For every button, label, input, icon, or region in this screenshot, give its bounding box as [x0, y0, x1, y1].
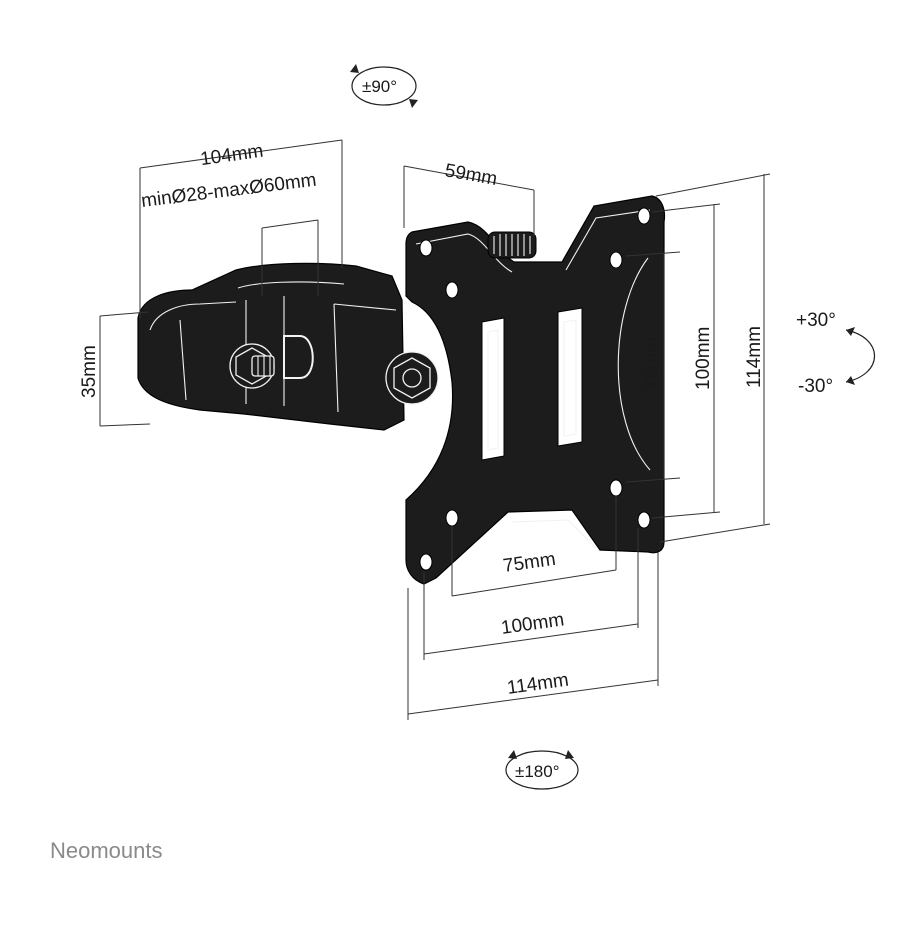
rotation-indicator: ±180°: [505, 750, 579, 790]
rot-swivel: ±90°: [362, 77, 397, 96]
dim-arm-offset: 59mm: [443, 160, 499, 190]
pole-clamp: [137, 262, 405, 431]
tilt-knob: [487, 231, 537, 259]
arrow-left-icon: [350, 64, 359, 73]
dim-vesa-h-100: 100mm: [500, 609, 566, 639]
arrow-right-icon: [565, 750, 574, 759]
dim-vesa-v-75: 75mm: [642, 337, 663, 390]
arm-joint-bolt: [385, 351, 439, 405]
tilt-indicator: +30° -30°: [796, 310, 875, 397]
rot-rotate: ±180°: [515, 762, 560, 781]
arrow-left-icon: [508, 750, 517, 759]
dim-vesa-v-100: 100mm: [693, 327, 714, 390]
arrow-up-icon: [846, 327, 855, 336]
arrow-down-icon: [846, 376, 855, 385]
clamp-handle: [283, 335, 314, 379]
dimension-lines: [99, 139, 771, 720]
dim-clamp-range: minØ28-maxØ60mm: [140, 170, 318, 212]
swivel-indicator: ±90°: [350, 64, 418, 108]
rot-tilt-up: +30°: [796, 310, 836, 331]
brand-logo: Neomounts: [50, 838, 163, 863]
rot-tilt-down: -30°: [798, 376, 833, 397]
dim-plate-width: 114mm: [506, 670, 570, 699]
dim-clamp-width: 104mm: [199, 141, 265, 171]
arrow-right-icon: [409, 99, 418, 108]
clamp-bolt: [229, 343, 275, 389]
dim-vesa-h-75: 75mm: [502, 549, 557, 577]
vesa-holes: [419, 207, 651, 571]
dim-plate-height: 114mm: [744, 326, 765, 388]
dim-clamp-height: 35mm: [79, 345, 100, 398]
monitor-mount-product: [137, 195, 666, 585]
vesa-plate: [405, 195, 666, 585]
